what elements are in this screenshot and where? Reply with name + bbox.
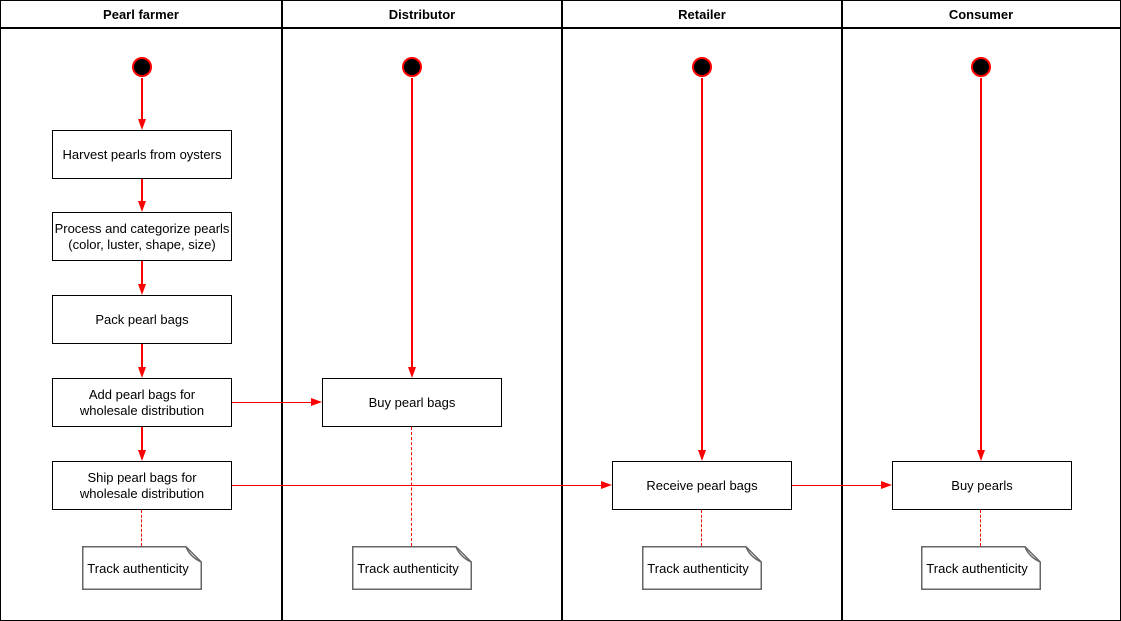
note-label: Track authenticity — [357, 560, 459, 576]
activity-label: wholesale distribution — [79, 402, 205, 418]
activity-label: Process and categorize pearls — [54, 220, 230, 236]
arrowhead-process — [137, 201, 146, 212]
start-node-retailer — [691, 57, 712, 77]
note-track-authenticity-farmer: Track authenticity — [82, 546, 202, 590]
activity-label: Pack pearl bags — [95, 311, 189, 327]
arrowhead-ship — [137, 450, 146, 461]
note-shape-icon — [921, 546, 1041, 590]
flow-start-to-buy-pearls — [980, 78, 982, 452]
lane-divider-1 — [281, 1, 283, 620]
activity-process-categorize: Process and categorize pearls (color, lu… — [52, 212, 232, 261]
activity-label: Receive pearl bags — [646, 477, 758, 493]
activity-receive-pearl-bags: Receive pearl bags — [612, 461, 792, 510]
flow-receive-to-buy-pearls — [792, 484, 882, 487]
activity-label: Buy pearls — [951, 477, 1013, 493]
start-node-consumer — [970, 57, 991, 77]
arrowhead-buy-bags — [407, 367, 416, 378]
flow-add-to-buy-bags — [232, 401, 312, 404]
arrowhead-buy-bags-left — [311, 398, 322, 406]
lane-divider-3 — [841, 1, 843, 620]
activity-harvest-pearls: Harvest pearls from oysters — [52, 130, 232, 179]
lane-header-retailer: Retailer — [678, 7, 726, 22]
lane-divider-2 — [561, 1, 563, 620]
activity-buy-pearl-bags: Buy pearl bags — [322, 378, 502, 427]
arrowhead-receive — [697, 450, 706, 461]
activity-label: Harvest pearls from oysters — [62, 146, 222, 162]
arrowhead-harvest — [137, 119, 146, 130]
start-node-pearl-farmer — [131, 57, 152, 77]
dashed-link-ship-to-note — [141, 510, 143, 546]
flow-start-to-receive — [701, 78, 703, 452]
note-label: Track authenticity — [647, 560, 749, 576]
activity-ship-pearl-bags: Ship pearl bags for wholesale distributi… — [52, 461, 232, 510]
arrowhead-buy-pearls — [976, 450, 985, 461]
activity-label: wholesale distribution — [79, 485, 205, 501]
note-track-authenticity-consumer: Track authenticity — [921, 546, 1041, 590]
flow-add-to-ship — [141, 427, 143, 450]
note-shape-icon — [352, 546, 472, 590]
note-track-authenticity-retailer: Track authenticity — [642, 546, 762, 590]
lane-header-distributor: Distributor — [388, 7, 456, 22]
note-shape-icon — [642, 546, 762, 590]
flow-process-to-pack — [141, 261, 143, 284]
activity-add-pearl-bags: Add pearl bags for wholesale distributio… — [52, 378, 232, 427]
activity-label: Add pearl bags for — [88, 386, 196, 402]
activity-label: (color, luster, shape, size) — [68, 236, 216, 252]
arrowhead-receive-left — [601, 481, 612, 489]
arrowhead-buy-pearls-left — [881, 481, 892, 489]
lane-header-pearl-farmer: Pearl farmer — [103, 7, 179, 22]
flow-start-to-harvest — [141, 78, 143, 120]
arrowhead-pack — [137, 284, 146, 295]
lane-header-separator — [1, 27, 1120, 29]
start-node-distributor — [401, 57, 422, 77]
dashed-link-buy-pearls-to-note — [980, 510, 982, 546]
flow-start-to-buy-bags — [411, 78, 413, 369]
activity-pack-pearl-bags: Pack pearl bags — [52, 295, 232, 344]
note-label: Track authenticity — [926, 560, 1028, 576]
flow-ship-to-receive — [232, 484, 602, 487]
activity-label: Ship pearl bags for — [87, 469, 197, 485]
note-label: Track authenticity — [87, 560, 189, 576]
activity-label: Buy pearl bags — [368, 394, 456, 410]
activity-buy-pearls: Buy pearls — [892, 461, 1072, 510]
dashed-link-receive-to-note — [701, 510, 703, 546]
note-shape-icon — [82, 546, 202, 590]
flow-harvest-to-process — [141, 179, 143, 202]
arrowhead-add — [137, 367, 146, 378]
dashed-link-buy-bags-to-note — [411, 427, 413, 546]
note-track-authenticity-distributor: Track authenticity — [352, 546, 472, 590]
flow-pack-to-add — [141, 344, 143, 367]
lane-header-consumer: Consumer — [948, 7, 1014, 22]
